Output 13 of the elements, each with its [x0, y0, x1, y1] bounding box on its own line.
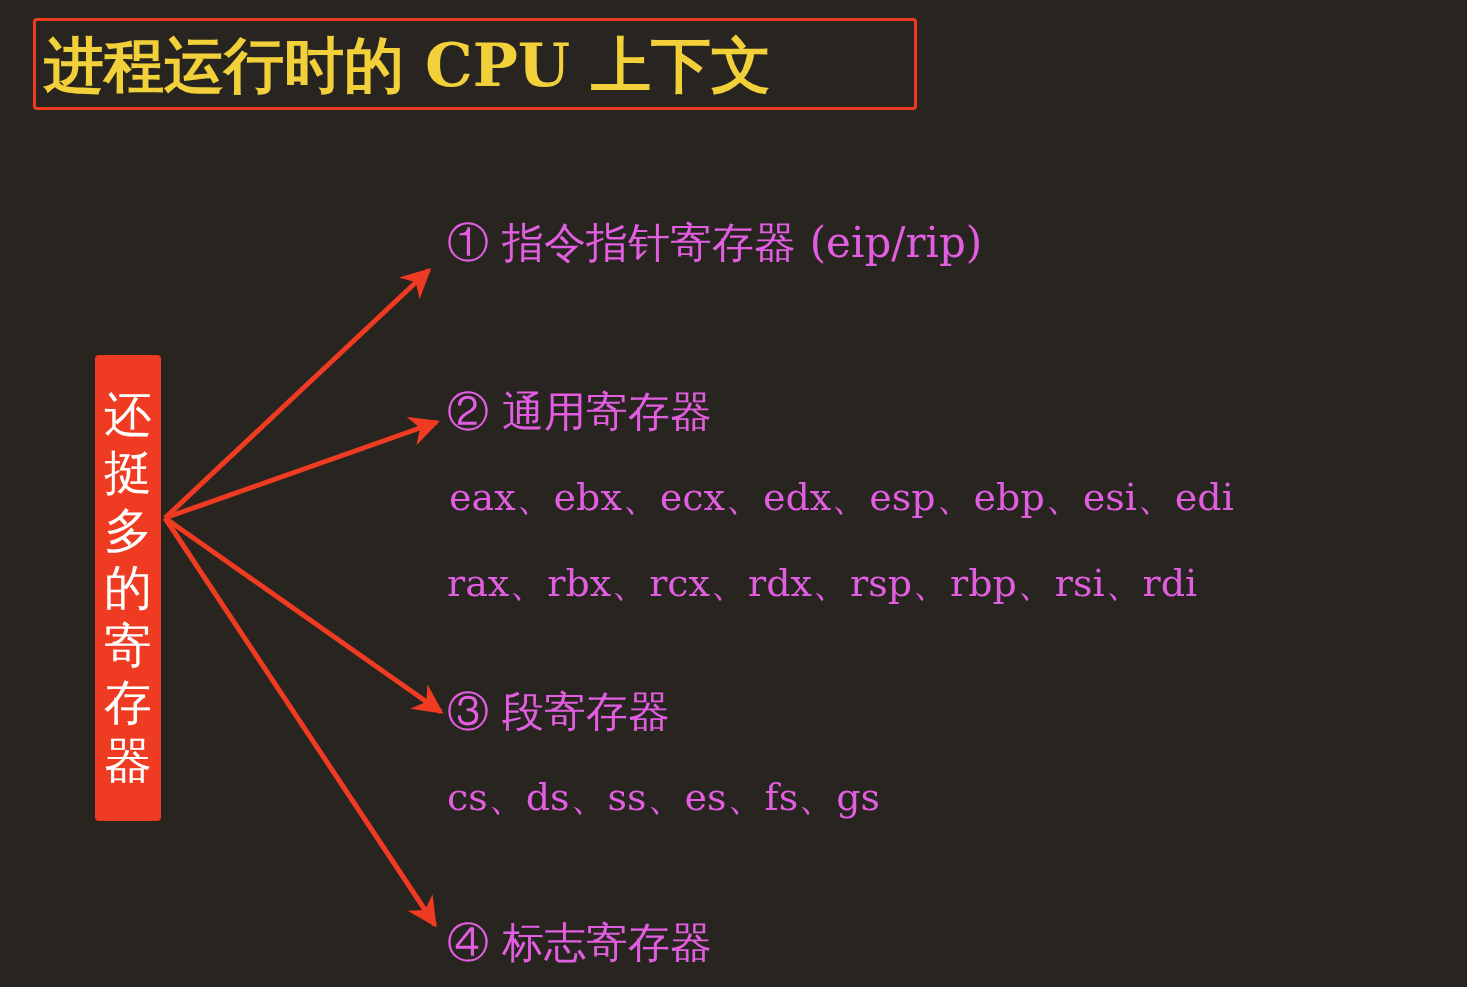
register-heading: ④ 标志寄存器: [447, 917, 714, 969]
register-heading: ① 指令指针寄存器 (eip/rip): [447, 217, 984, 269]
arrow: [164, 416, 440, 521]
label-box: [95, 355, 161, 821]
register-list: eax、ebx、ecx、edx、esp、ebp、esi、edi: [449, 472, 1234, 522]
register-list: cs、ds、ss、es、fs、gs: [447, 772, 880, 822]
register-heading: ② 通用寄存器: [447, 386, 714, 438]
vertical-label: 还挺多的寄存器: [104, 386, 152, 790]
arrow: [163, 515, 444, 715]
register-list: rax、rbx、rcx、rdx、rsp、rbp、rsi、rdi: [447, 558, 1198, 608]
title-box: 进程运行时的 CPU 上下文: [33, 18, 917, 110]
arrow: [162, 516, 438, 928]
register-heading: ③ 段寄存器: [447, 686, 672, 738]
